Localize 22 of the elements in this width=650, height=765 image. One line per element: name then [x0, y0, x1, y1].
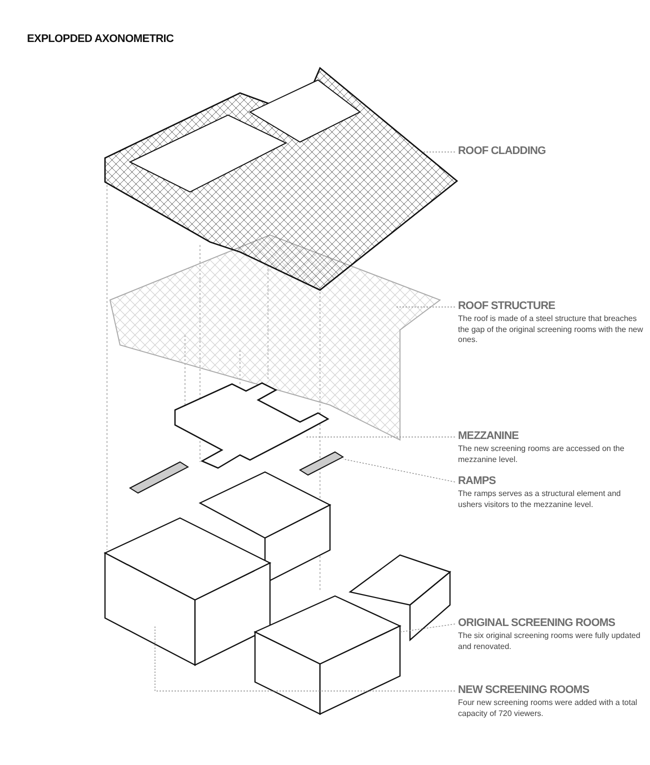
leader-line — [304, 436, 456, 438]
callout-heading: NEW SCREENING ROOMS — [458, 684, 590, 697]
new-screening-rooms-drawing — [104, 471, 332, 666]
roof-cladding-drawing — [104, 66, 458, 291]
mezzanine-drawing — [174, 382, 330, 469]
leader-line — [394, 306, 456, 308]
leader-line — [342, 458, 456, 482]
callout-description: The six original screening rooms were fully updated and renovated. — [458, 631, 642, 652]
callout-description: The ramps serves as a structural element and ushers visitors to the mezzanine level. — [458, 489, 622, 510]
leader-line — [400, 624, 456, 632]
diagram-title: EXPLOPDED AXONOMETRIC — [27, 33, 174, 45]
leader-line — [154, 624, 456, 692]
callout-heading: ORIGINAL SCREENING ROOMS — [458, 617, 616, 630]
callout-heading: ROOF STRUCTURE — [458, 300, 556, 313]
callout-heading: RAMPS — [458, 475, 497, 488]
callout-description: The roof is made of a steel structure that breaches the gap of the original screening rooms with the new ones. — [458, 314, 643, 346]
ramps-drawing — [129, 451, 344, 494]
callout-heading: ROOF CLADDING — [458, 145, 547, 158]
callout-description: Four new screening rooms were added with a total capacity of 720 viewers. — [458, 698, 638, 719]
original-screening-rooms-drawing — [254, 554, 452, 715]
callout-description: The new screening rooms are accessed on the mezzanine level. — [458, 444, 626, 465]
callout-heading: MEZZANINE — [458, 430, 520, 443]
